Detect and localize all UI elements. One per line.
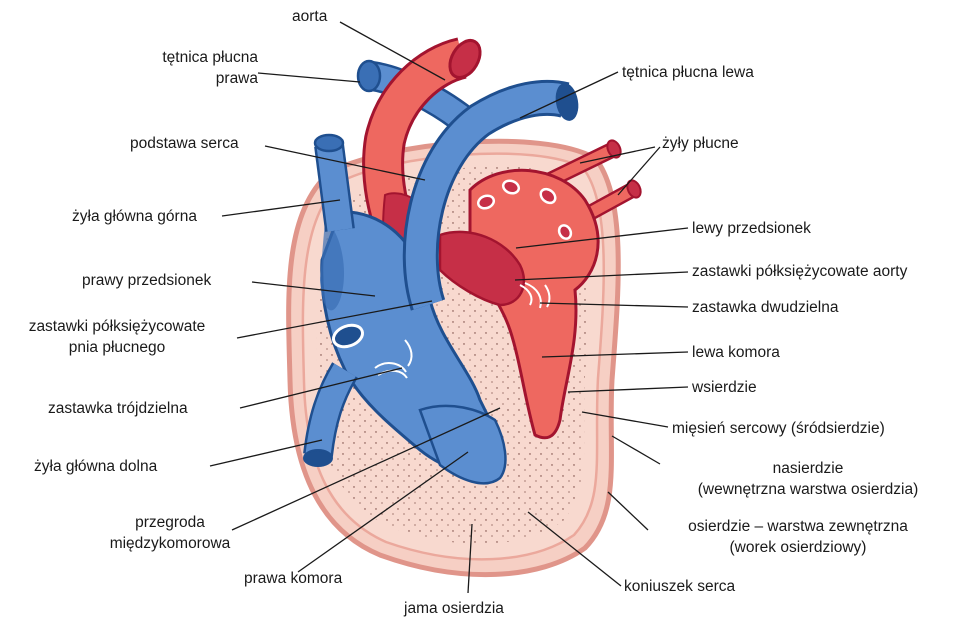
label-inferior-vena-cava: żyła główna dolna	[34, 456, 157, 477]
label-endocardium: wsierdzie	[692, 377, 757, 398]
label-left-ventricle: lewa komora	[692, 342, 780, 363]
label-aortic-valves: zastawki półksiężycowate aorty	[692, 261, 907, 282]
label-epicardium: nasierdzie (wewnętrzna warstwa osierdzia…	[668, 458, 948, 500]
label-pulmonary-valves: zastawki półksiężycowate pnia płucnego	[4, 316, 230, 358]
label-septum: przegroda międzykomorowa	[100, 512, 240, 554]
label-left-atrium: lewy przedsionek	[692, 218, 811, 239]
label-right-atrium: prawy przedsionek	[82, 270, 211, 291]
label-superior-vena-cava: żyła główna górna	[72, 206, 197, 227]
label-right-ventricle: prawa komora	[244, 568, 342, 589]
label-left-pulmonary-artery: tętnica płucna lewa	[622, 62, 754, 83]
label-pericardial-cavity: jama osierdzia	[404, 598, 504, 619]
label-mitral-valve: zastawka dwudzielna	[692, 297, 838, 318]
label-right-pulmonary-artery: tętnica płucna prawa	[108, 47, 258, 89]
label-myocardium: mięsień sercowy (śródsierdzie)	[672, 418, 885, 439]
label-aorta: aorta	[292, 6, 327, 27]
label-pericardium: osierdzie – warstwa zewnętrzna (worek os…	[643, 516, 953, 558]
label-pulmonary-veins: żyły płucne	[662, 133, 739, 154]
label-tricuspid-valve: zastawka trójdzielna	[48, 398, 188, 419]
label-heart-apex: koniuszek serca	[624, 576, 735, 597]
label-heart-base: podstawa serca	[130, 133, 239, 154]
